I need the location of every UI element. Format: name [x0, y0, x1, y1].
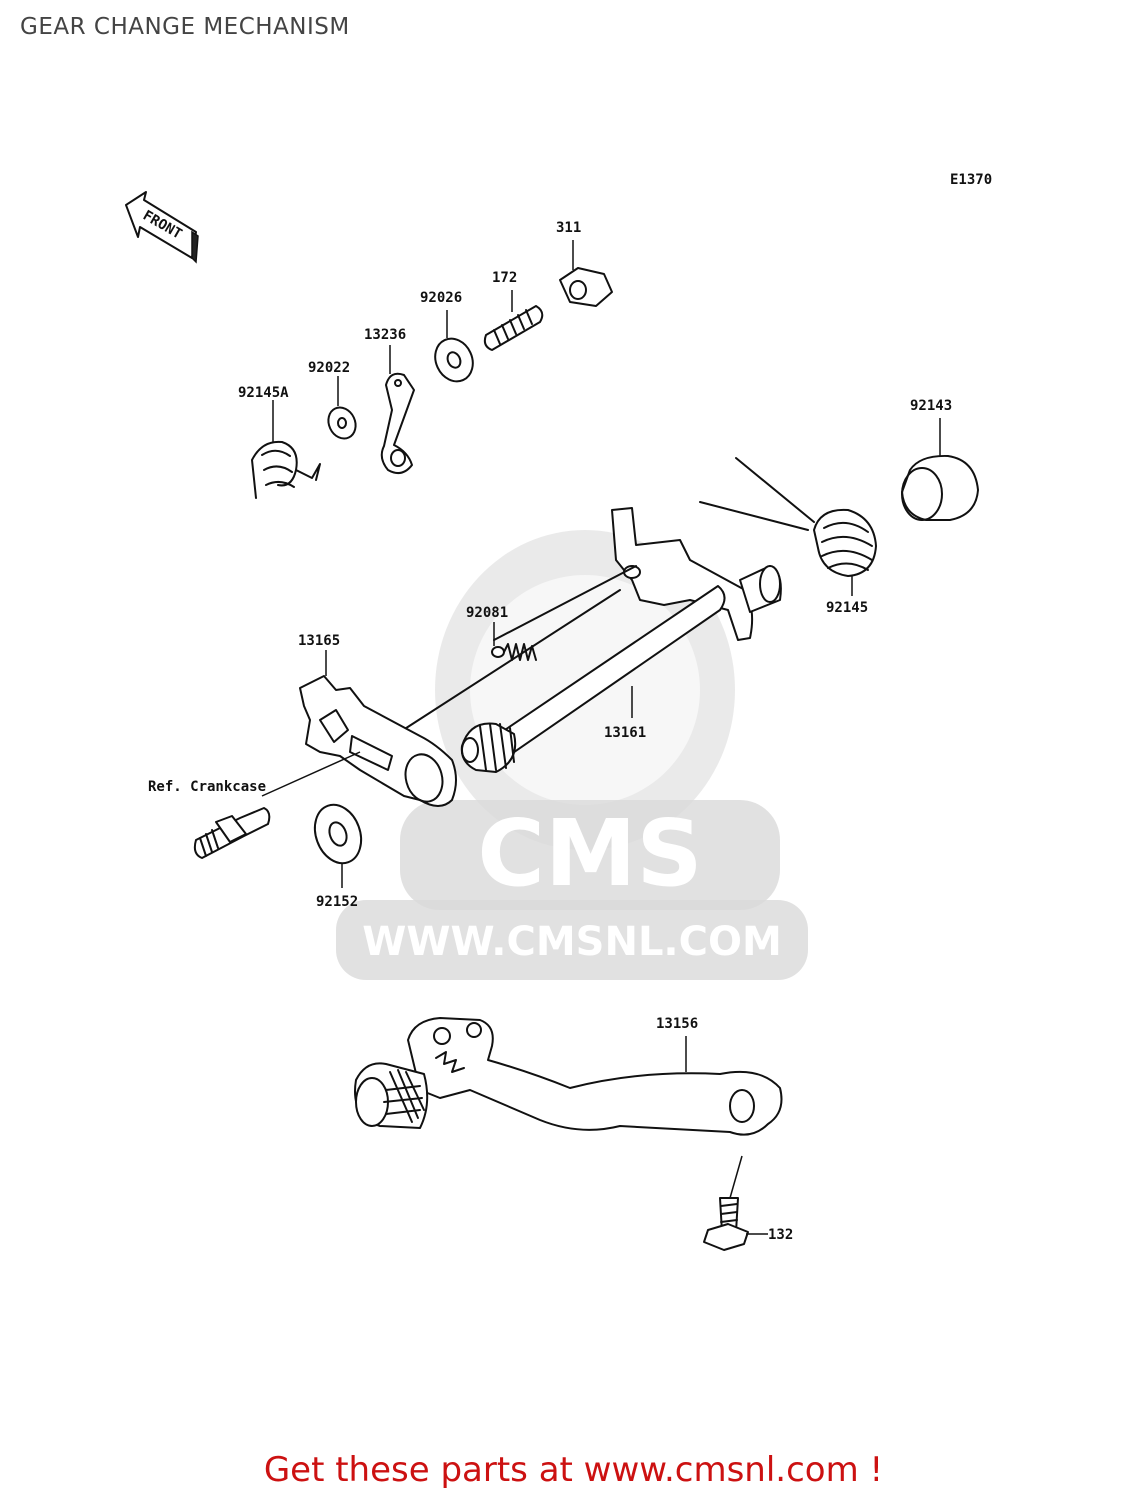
watermark-brand: CMS [477, 800, 702, 907]
label-13161: 13161 [604, 725, 646, 741]
label-311: 311 [556, 220, 581, 236]
collar-92143 [901, 418, 979, 521]
front-arrow-icon: FRONT [125, 191, 199, 264]
label-92081: 92081 [466, 605, 508, 621]
arm-13236 [380, 345, 415, 475]
label-13156: 13156 [656, 1016, 698, 1032]
bolt-132 [703, 1155, 768, 1251]
spring-92145 [699, 457, 877, 596]
label-92026: 92026 [420, 290, 462, 306]
page-title: GEAR CHANGE MECHANISM [20, 14, 350, 40]
parts-diagram: CMS WWW.CMSNL.COM E1370 FRONT 311 172 92… [125, 172, 992, 1251]
stud-172 [483, 290, 544, 351]
watermark-url: WWW.CMSNL.COM [362, 919, 782, 965]
diagram-code: E1370 [950, 172, 992, 188]
footer-link[interactable]: Get these parts at www.cmsnl.com ! [263, 1450, 884, 1490]
spring-92081 [491, 622, 537, 661]
pedal-13156 [354, 1017, 783, 1136]
spring-92145A [251, 400, 321, 499]
label-92022: 92022 [308, 360, 350, 376]
label-92143: 92143 [910, 398, 952, 414]
label-92145: 92145 [826, 600, 868, 616]
label-92152: 92152 [316, 894, 358, 910]
nut-311 [559, 240, 613, 307]
label-13236: 13236 [364, 327, 406, 343]
label-132: 132 [768, 1227, 793, 1243]
label-13165: 13165 [298, 633, 340, 649]
plate-13165 [299, 650, 457, 807]
label-92145A: 92145A [238, 385, 289, 401]
label-ref-crankcase: Ref. Crankcase [148, 779, 266, 795]
washer-92022 [327, 376, 357, 440]
washer-92026 [434, 310, 474, 383]
shaft-13161 [399, 507, 782, 773]
label-172: 172 [492, 270, 517, 286]
washer-92152 [313, 803, 363, 888]
pin-ref-crankcase [193, 751, 361, 859]
